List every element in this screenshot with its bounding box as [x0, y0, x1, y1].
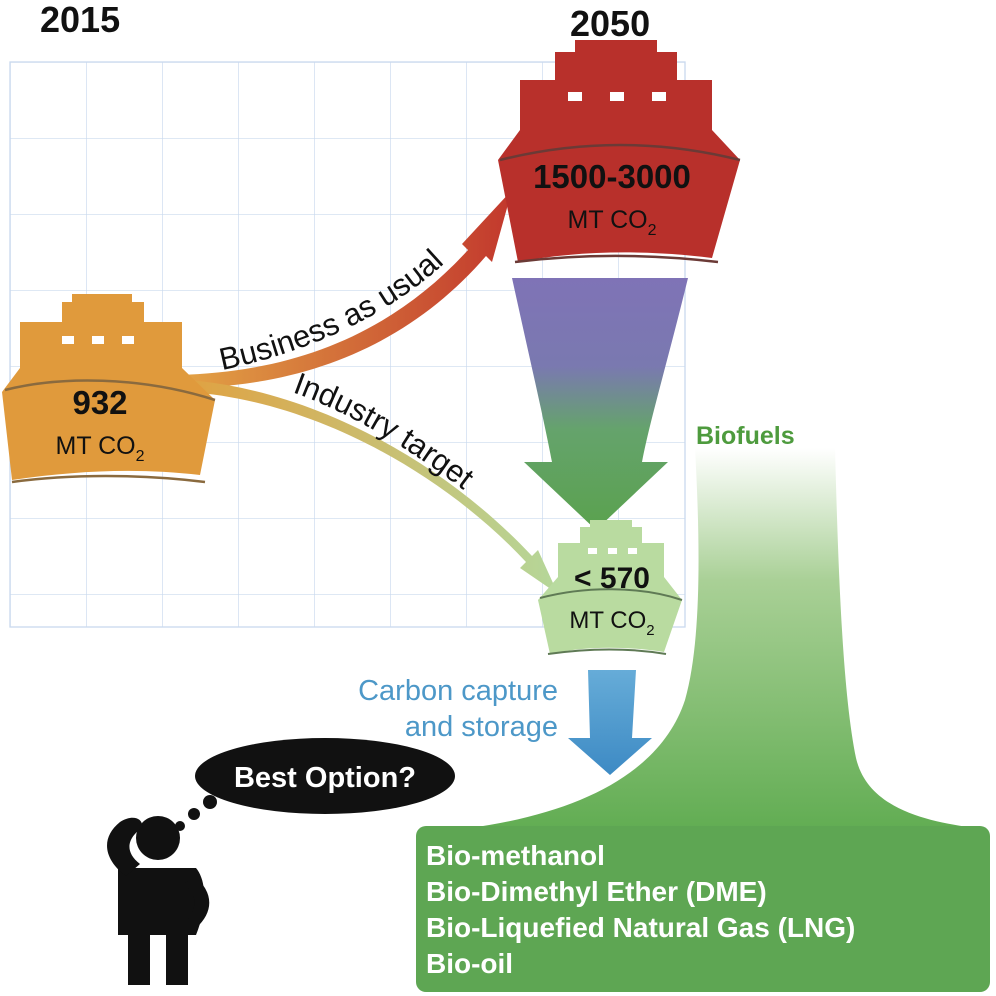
biofuel-option: Bio-Liquefied Natural Gas (LNG)	[426, 912, 855, 943]
biofuel-options-box	[416, 826, 990, 992]
ship-2015: 932 MT CO2	[2, 294, 216, 484]
biofuels-label: Biofuels	[696, 422, 795, 450]
ship-2015-value: 932	[72, 384, 127, 421]
biofuel-option: Bio-Dimethyl Ether (DME)	[426, 876, 767, 907]
ship-2050-unit: MT CO2	[568, 206, 657, 239]
biofuel-option: Bio-oil	[426, 948, 513, 979]
ship-target-value: < 570	[574, 562, 650, 595]
thought-dot-2	[188, 808, 200, 820]
thought-bubble-text: Best Option?	[234, 762, 416, 794]
ship-2015-unit: MT CO2	[56, 432, 145, 465]
ccs-label-line1: Carbon capture	[358, 675, 558, 707]
ship-2050-bau: 1500-3000 MT CO2	[498, 40, 741, 264]
ccs-label-line2: and storage	[405, 711, 558, 743]
person-icon	[107, 816, 210, 985]
ship-target-unit: MT CO2	[569, 607, 654, 639]
year-2050: 2050	[570, 3, 650, 44]
biofuels-sweep	[470, 448, 975, 828]
year-2015: 2015	[40, 0, 120, 40]
biofuel-option: Bio-methanol	[426, 840, 605, 871]
thought-bubble	[195, 738, 455, 814]
business-as-usual-arrow	[178, 190, 512, 388]
reduction-funnel-arrow	[512, 278, 688, 530]
biofuel-options-list: Bio-methanol Bio-Dimethyl Ether (DME) Bi…	[426, 840, 855, 979]
ship-target: < 570 MT CO2	[538, 520, 683, 655]
ship-2050-value: 1500-3000	[533, 158, 691, 195]
thought-dot-3	[203, 795, 217, 809]
ccs-arrow	[568, 670, 652, 775]
thought-dot-1	[175, 821, 185, 831]
